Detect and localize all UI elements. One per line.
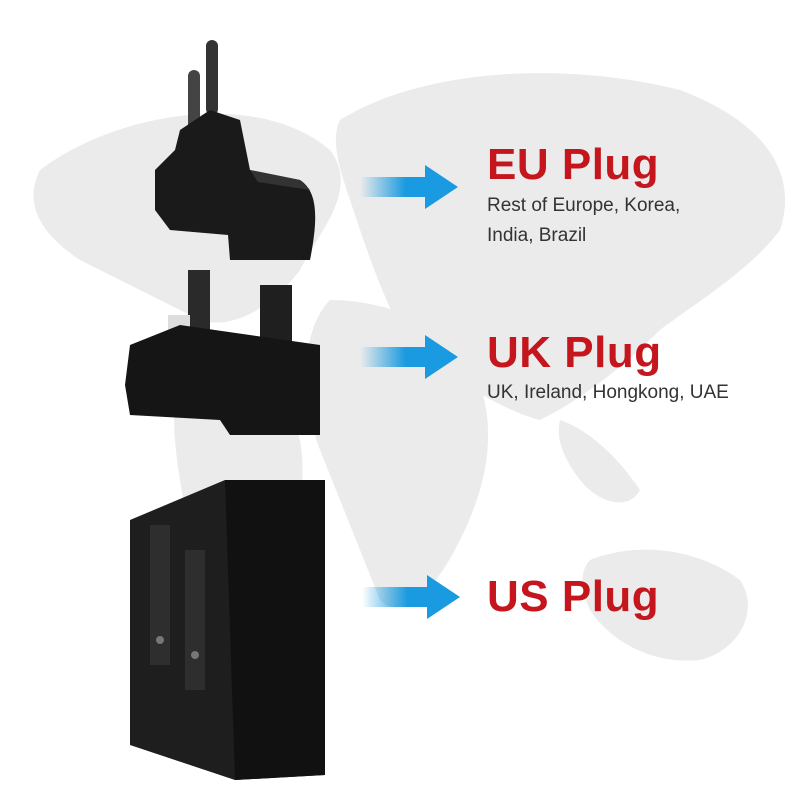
uk-regions-line: UK, Ireland, Hongkong, UAE (487, 382, 729, 403)
uk-plug-regions: UK, Ireland, Hongkong, UAE (487, 378, 729, 408)
us-plug-charger-image (130, 480, 325, 780)
eu-plug-title: EU Plug (487, 140, 660, 189)
uk-plug-adapter-image (125, 270, 320, 435)
eu-regions-line: India, Brazil (487, 225, 587, 246)
eu-plug-adapter-image (155, 40, 316, 260)
eu-regions-line: Rest of Europe, Korea, (487, 195, 681, 216)
eu-arrow-icon (360, 165, 458, 209)
us-arrow-icon (362, 575, 460, 619)
uk-arrow-icon (360, 335, 458, 379)
us-plug-title: US Plug (487, 572, 660, 621)
eu-plug-regions: Rest of Europe, Korea, India, Brazil (487, 191, 680, 251)
uk-plug-title: UK Plug (487, 328, 662, 377)
